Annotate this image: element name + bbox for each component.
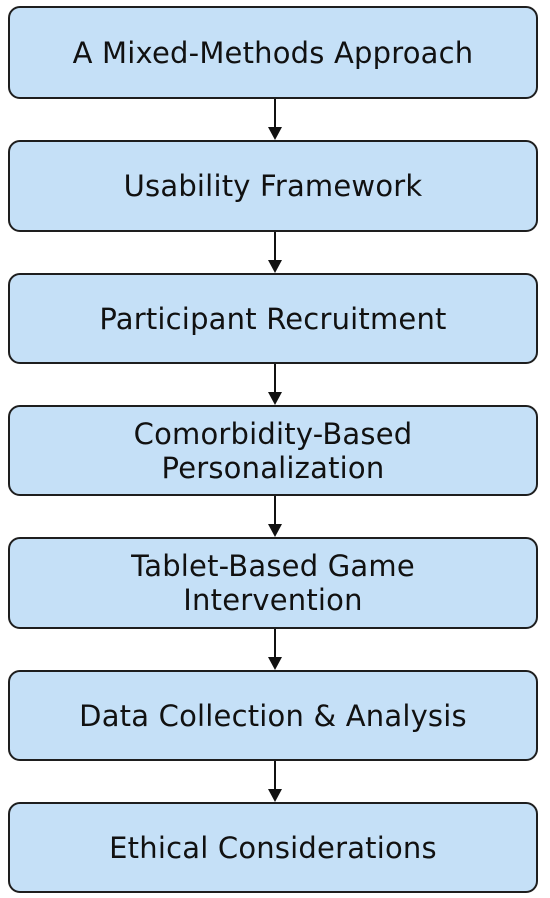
step-ethical-considerations: Ethical Considerations: [8, 802, 538, 893]
flow-arrow: [265, 496, 285, 537]
step-usability-framework: Usability Framework: [8, 140, 538, 232]
flow-arrow: [265, 761, 285, 802]
step-label: Data Collection & Analysis: [79, 698, 467, 733]
step-label: Usability Framework: [123, 169, 423, 203]
step-label: A Mixed-Methods Approach: [72, 35, 474, 70]
flow-arrow: [265, 364, 285, 405]
step-label: Tablet-Based Game Intervention: [131, 549, 415, 617]
step-tablet-game-intervention: Tablet-Based Game Intervention: [8, 537, 538, 629]
step-participant-recruitment: Participant Recruitment: [8, 273, 538, 364]
step-data-collection-analysis: Data Collection & Analysis: [8, 670, 538, 761]
step-label: Participant Recruitment: [99, 301, 447, 336]
step-comorbidity-personalization: Comorbidity-Based Personalization: [8, 405, 538, 496]
step-label: Comorbidity-Based Personalization: [133, 416, 413, 485]
step-mixed-methods-approach: A Mixed-Methods Approach: [8, 6, 538, 99]
step-label: Ethical Considerations: [109, 830, 437, 865]
flow-arrow: [265, 232, 285, 273]
flow-arrow: [265, 629, 285, 670]
flow-arrow: [265, 99, 285, 140]
